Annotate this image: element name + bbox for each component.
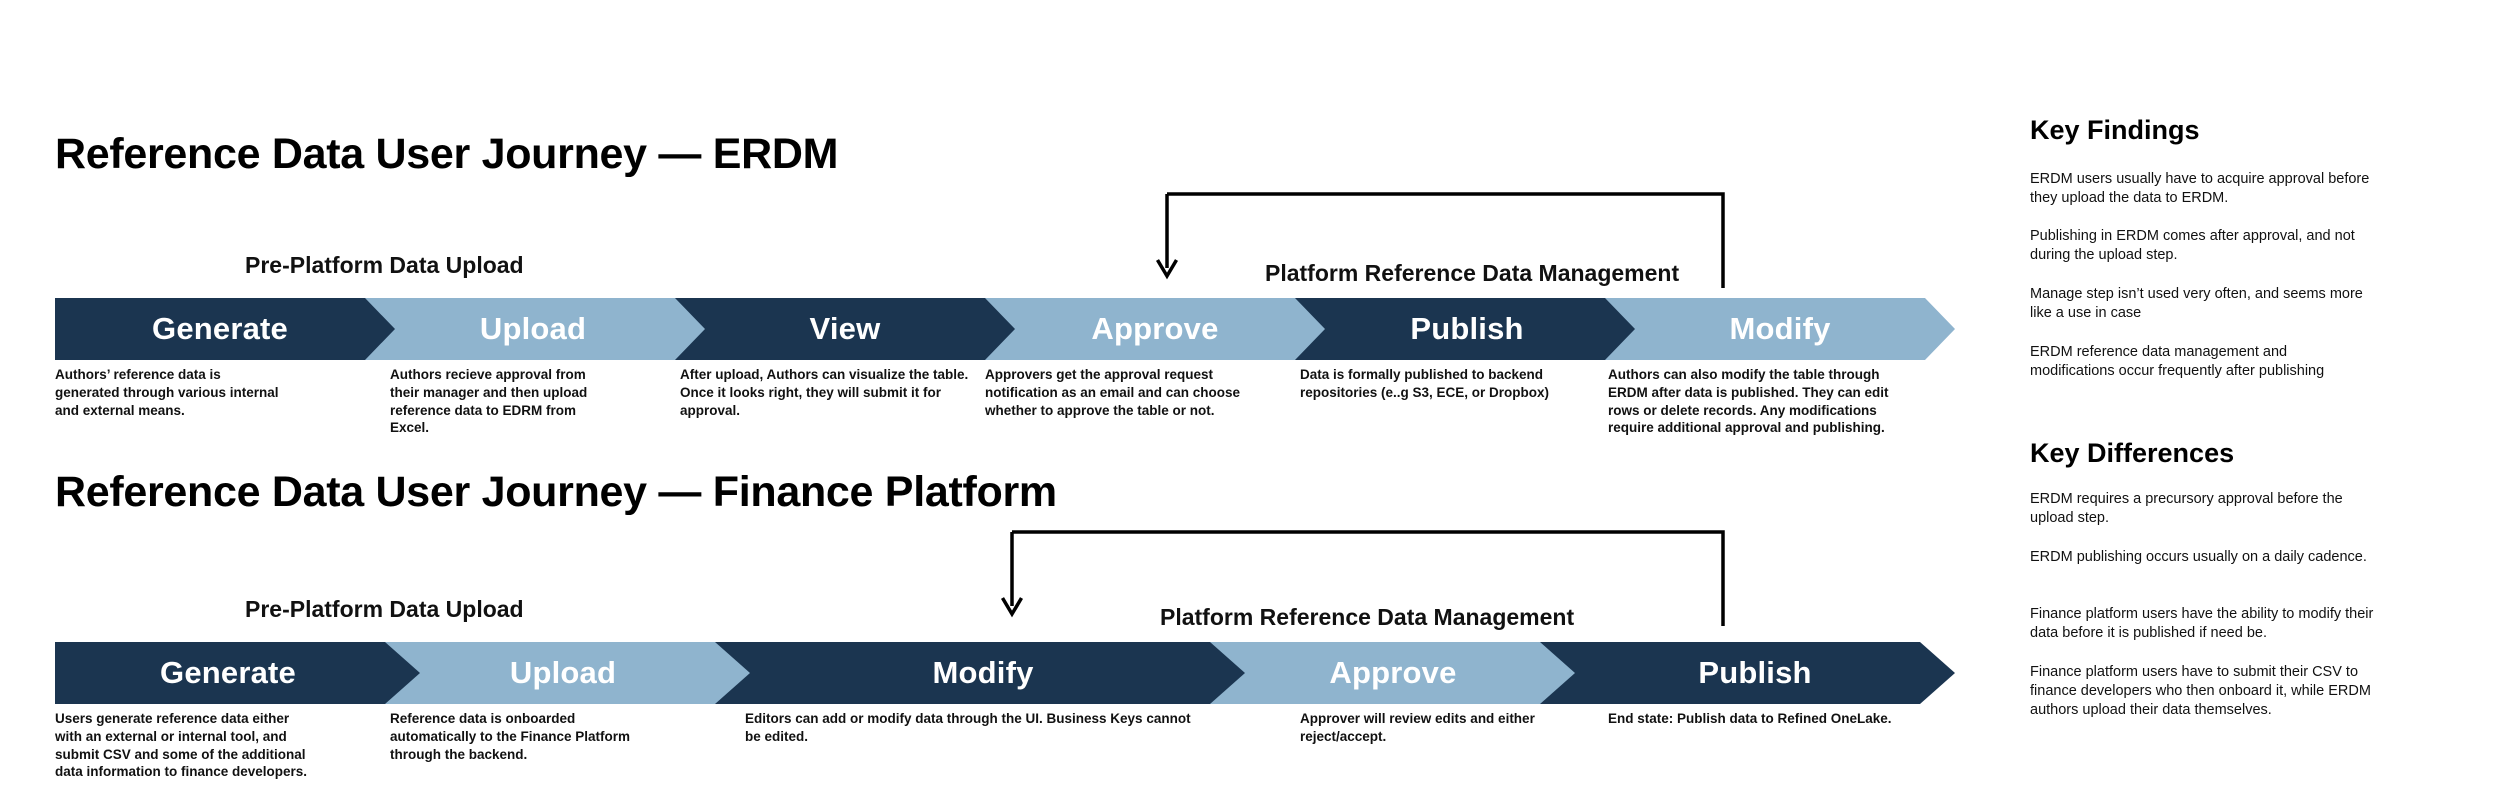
chevron-label-5[interactable]: Publish — [1410, 311, 1524, 346]
chevron-shape-5[interactable] — [1540, 642, 1955, 704]
caption-4: Approvers get the approval request notif… — [985, 367, 1241, 418]
chevron-shapes-erdm — [55, 298, 1955, 360]
chevron-shape-6[interactable] — [1605, 298, 1955, 360]
caption-2: Reference data is onboarded automaticall… — [390, 711, 631, 762]
chevron-label-2[interactable]: Upload — [479, 311, 587, 346]
captions-erdm: Authors’ reference data is generated thr… — [0, 366, 2000, 486]
phase-label-platform-erdm: Platform Reference Data Management — [1265, 260, 1680, 286]
chevron-label-3[interactable]: Modify — [932, 655, 1034, 690]
chevron-label-3[interactable]: View — [809, 311, 881, 346]
chevron-label-2[interactable]: Upload — [509, 655, 617, 690]
key-finding-item: Publishing in ERDM comes after approval,… — [2030, 227, 2355, 263]
chevron-shapes-finance — [55, 642, 1955, 704]
caption-1: Users generate reference data either wit… — [55, 711, 308, 780]
chevron-shape-5[interactable] — [1295, 298, 1645, 360]
chevron-shape-2[interactable] — [385, 642, 760, 704]
chevron-shape-3[interactable] — [675, 298, 1025, 360]
caption-1: Authors’ reference data is generated thr… — [55, 367, 279, 418]
chevron-band-erdm: Generate Upload View Approve Publish Mod… — [55, 298, 1955, 360]
key-findings-heading: Key Findings — [2030, 115, 2200, 146]
caption-3: After upload, Authors can visualize the … — [680, 367, 969, 418]
journey-title-erdm: Reference Data User Journey — ERDM — [55, 130, 839, 178]
key-finding-item: Manage step isn’t used very often, and s… — [2030, 285, 2363, 321]
chevron-shape-4[interactable] — [985, 298, 1335, 360]
caption-6: Authors can also modify the table throug… — [1608, 367, 1889, 436]
caption-4: Approver will review edits and either re… — [1300, 711, 1535, 744]
chevron-shape-3[interactable] — [715, 642, 1255, 704]
insights-sidebar: Key Findings ERDM users usually have to … — [2030, 0, 2430, 800]
chevron-label-4[interactable]: Approve — [1091, 311, 1219, 346]
captions-finance: Users generate reference data either wit… — [0, 710, 2000, 800]
chevron-label-1[interactable]: Generate — [152, 311, 288, 346]
key-difference-item: ERDM publishing occurs usually on a dail… — [2030, 548, 2367, 565]
key-differences-heading: Key Differences — [2030, 438, 2235, 469]
journey-diagrams: Reference Data User Journey — ERDM Pre-P… — [0, 130, 2000, 800]
chevron-label-5[interactable]: Publish — [1698, 655, 1812, 690]
key-finding-item: ERDM reference data management and modif… — [2030, 343, 2325, 379]
caption-5: Data is formally published to backend re… — [1300, 367, 1550, 400]
phase-label-pre-platform-finance: Pre-Platform Data Upload — [245, 596, 524, 622]
chevron-label-4[interactable]: Approve — [1329, 655, 1457, 690]
caption-3: Editors can add or modify data through t… — [745, 711, 1191, 744]
chevron-shape-2[interactable] — [365, 298, 715, 360]
chevron-band-finance: Generate Upload Modify Approve Publish — [55, 642, 1955, 704]
phase-label-platform-finance: Platform Reference Data Management — [1160, 604, 1575, 630]
key-difference-item: Finance platform users have the ability … — [2030, 605, 2374, 641]
chevron-shape-4[interactable] — [1210, 642, 1585, 704]
key-finding-item: ERDM users usually have to acquire appro… — [2030, 170, 2370, 206]
chevron-shape-1[interactable] — [55, 298, 405, 360]
chevron-label-6[interactable]: Modify — [1729, 311, 1831, 346]
caption-2: Authors recieve approval from their mana… — [390, 367, 588, 436]
phase-label-pre-platform-erdm: Pre-Platform Data Upload — [245, 252, 524, 278]
caption-5: End state: Publish data to Refined OneLa… — [1608, 711, 1892, 726]
key-difference-item: Finance platform users have to submit th… — [2030, 663, 2371, 719]
chevron-label-1[interactable]: Generate — [160, 655, 296, 690]
journey-title-finance: Reference Data User Journey — Finance Pl… — [55, 468, 1057, 516]
chevron-shape-1[interactable] — [55, 642, 430, 704]
key-difference-item: ERDM requires a precursory approval befo… — [2030, 490, 2343, 526]
